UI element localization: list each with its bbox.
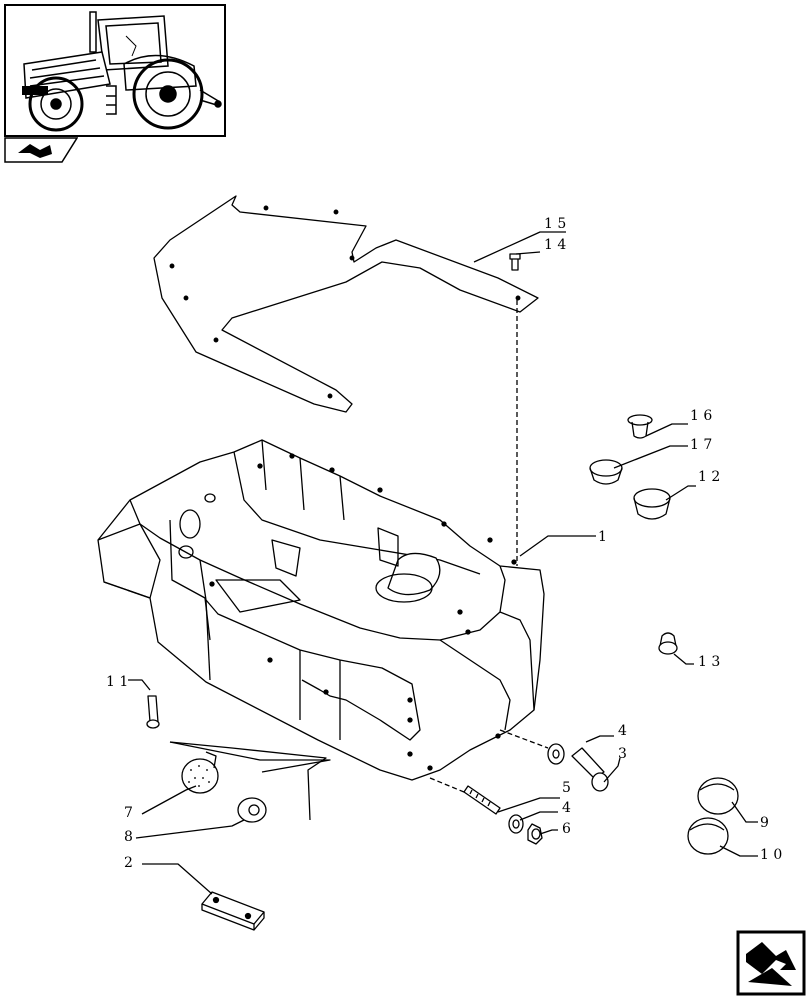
nut-6 (527, 823, 543, 845)
callout-16: 1 6 (690, 408, 712, 424)
callout-2: 2 (124, 855, 133, 871)
callout-5: 5 (562, 780, 571, 796)
callout-8: 8 (124, 829, 133, 845)
callout-9: 9 (760, 815, 769, 831)
callout-10: 1 0 (760, 847, 782, 863)
cap-10 (687, 817, 729, 855)
callout-17: 1 7 (690, 437, 712, 453)
washer-4b (508, 814, 524, 834)
callout-15: 1 5 (544, 216, 566, 232)
tractor-thumbnail (4, 4, 226, 137)
callout-4a: 4 (618, 723, 627, 739)
section-tab-icon (4, 137, 79, 163)
cap-12 (633, 488, 671, 520)
callout-3: 3 (618, 746, 627, 762)
plug-16 (627, 414, 653, 439)
ring-8 (237, 797, 267, 823)
cap-17 (589, 459, 623, 485)
mesh-cap-7 (181, 751, 219, 794)
next-page-button[interactable] (736, 930, 806, 996)
gasket-plate (153, 195, 539, 413)
callout-13: 1 3 (698, 654, 720, 670)
callout-14: 1 4 (544, 237, 566, 253)
callout-6: 6 (562, 821, 571, 837)
bolt-11 (146, 695, 160, 729)
plate-2 (201, 891, 265, 931)
callout-11: 1 1 (106, 674, 128, 690)
tractor-thumbnail-icon (22, 11, 222, 132)
callout-7: 7 (124, 805, 133, 821)
cap-9 (697, 777, 739, 815)
plug-13 (658, 632, 678, 655)
callout-1: 1 (598, 529, 607, 545)
front-support-casting (97, 439, 545, 781)
washer-4 (547, 743, 565, 765)
callout-12: 1 2 (698, 469, 720, 485)
bolt-3 (571, 747, 609, 792)
callout-4b: 4 (562, 800, 571, 816)
next-page-arrow-icon (736, 930, 806, 996)
screw-14 (509, 253, 521, 271)
stud-5 (463, 785, 501, 815)
